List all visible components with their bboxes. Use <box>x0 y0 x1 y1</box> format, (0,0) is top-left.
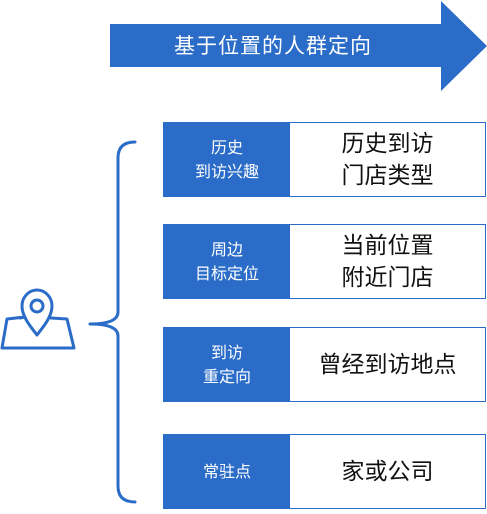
row-label-line: 目标定位 <box>194 263 259 283</box>
row-value: 当前位置 附近门店 <box>290 225 485 298</box>
row-value-line: 当前位置 <box>341 232 434 259</box>
row-label: 历史 到访兴趣 <box>164 123 290 196</box>
brace-connector <box>88 140 138 509</box>
row-label: 常驻点 <box>164 435 290 508</box>
targeting-row-nearby: 周边 目标定位 当前位置 附近门店 <box>163 224 486 299</box>
row-label-line: 到访 <box>210 342 243 362</box>
row-value-line: 曾经到访地点 <box>318 351 457 378</box>
row-label-line: 重定向 <box>202 366 251 386</box>
title-banner: 基于位置的人群定向 <box>0 0 487 95</box>
page-title: 基于位置的人群定向 <box>174 34 372 58</box>
banner-arrow-shape <box>110 1 487 91</box>
targeting-row-retargeting: 到访 重定向 曾经到访地点 <box>163 327 486 402</box>
targeting-row-resident: 常驻点 家或公司 <box>163 434 486 509</box>
row-label: 到访 重定向 <box>164 328 290 401</box>
row-label-line: 周边 <box>210 239 243 259</box>
row-label-line: 常驻点 <box>202 461 251 481</box>
row-value: 家或公司 <box>290 435 485 508</box>
row-value: 曾经到访地点 <box>290 328 485 401</box>
row-value-line: 历史到访 <box>341 130 434 157</box>
row-value-line: 门店类型 <box>341 162 434 189</box>
row-label-line: 到访兴趣 <box>194 161 259 181</box>
row-label: 周边 目标定位 <box>164 225 290 298</box>
row-value-line: 附近门店 <box>341 264 434 291</box>
row-value-line: 家或公司 <box>341 458 434 485</box>
map-pin-icon <box>0 278 80 354</box>
row-label-line: 历史 <box>210 137 243 157</box>
targeting-row-visit-interest: 历史 到访兴趣 历史到访 门店类型 <box>163 122 486 197</box>
row-value: 历史到访 门店类型 <box>290 123 485 196</box>
